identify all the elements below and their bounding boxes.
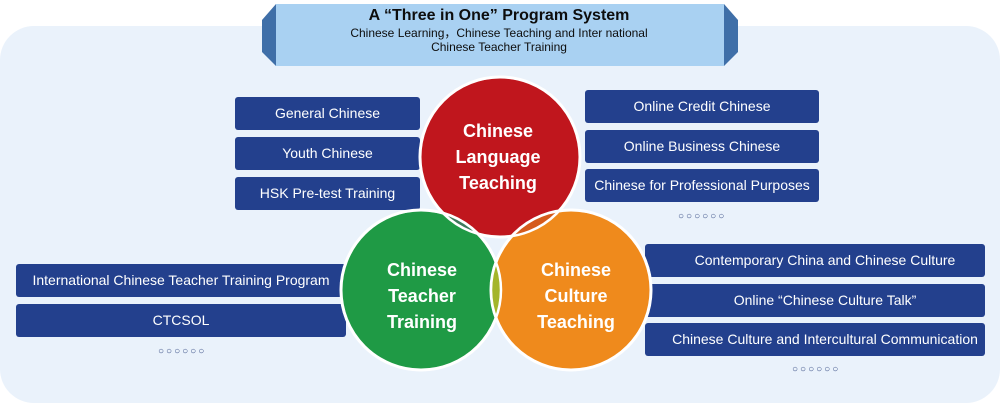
label-teacher-line1: Chinese (386, 260, 458, 280)
label-teacher-line2: Teacher (388, 286, 456, 306)
more-dots-language: ○○○○○○ (678, 211, 727, 222)
label-language-line1: Chinese (462, 121, 534, 141)
label-language-teaching: Chinese Language Teaching (428, 118, 568, 196)
pill-youth-chinese: Youth Chinese (235, 137, 420, 170)
pill-ctcsol: CTCSOL (16, 304, 346, 337)
label-culture-line2: Culture (544, 286, 608, 306)
title-banner (262, 4, 738, 66)
pill-hsk-pretest: HSK Pre-test Training (235, 177, 420, 210)
banner-title: A “Three in One” Program System (368, 7, 630, 24)
more-dots-culture: ○○○○○○ (792, 364, 841, 375)
pill-professional-purposes: Chinese for Professional Purposes (585, 169, 819, 202)
banner-subtitle-line2: Chinese Teacher Training (431, 40, 567, 54)
label-culture-line1: Chinese (540, 260, 612, 280)
label-language-line3: Teaching (459, 173, 537, 193)
label-teacher-training: Chinese Teacher Training (352, 257, 492, 335)
pill-culture-talk: Online “Chinese Culture Talk” (645, 284, 985, 317)
pill-contemporary-china: Contemporary China and Chinese Culture (645, 244, 985, 277)
banner-subtitle-line1: Chinese Learning，Chinese Teaching and In… (350, 26, 648, 40)
pill-online-business: Online Business Chinese (585, 130, 819, 163)
label-teacher-line3: Training (386, 312, 457, 332)
pill-general-chinese: General Chinese (235, 97, 420, 130)
label-culture-teaching: Chinese Culture Teaching (506, 257, 646, 335)
more-dots-teacher: ○○○○○○ (158, 346, 207, 357)
pill-online-credit: Online Credit Chinese (585, 90, 819, 123)
label-culture-line3: Teaching (537, 312, 615, 332)
banner-text: A “Three in One” Program System Chinese … (278, 6, 720, 54)
pill-intercultural: Chinese Culture and Intercultural Commun… (645, 323, 985, 356)
pill-teacher-training-program: International Chinese Teacher Training P… (16, 264, 346, 297)
label-language-line2: Language (455, 147, 541, 167)
